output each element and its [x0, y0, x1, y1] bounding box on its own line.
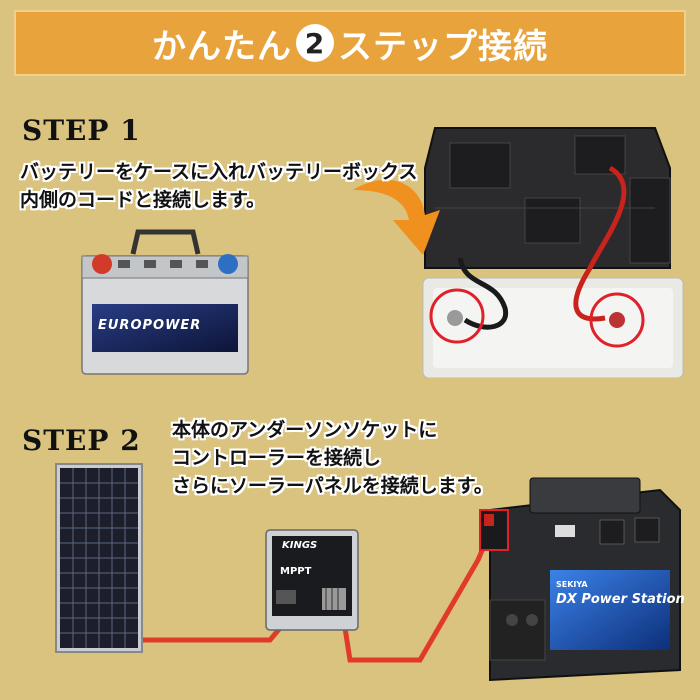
- title-banner: かんたん 2 ステップ接続: [14, 10, 686, 76]
- step1-label: STEP 1: [22, 114, 141, 147]
- curved-arrow-icon: [353, 179, 440, 255]
- step1-description: バッテリーをケースに入れバッテリーボックス 内側のコードと接続します。: [20, 158, 417, 214]
- solar-panel-image: [55, 463, 143, 653]
- step-count-badge: 2: [296, 24, 334, 62]
- car-battery-image: [81, 229, 249, 375]
- battery-brand-label: EUROPOWER: [98, 318, 202, 333]
- step1-line-2: 内側のコードと接続します。: [20, 189, 266, 211]
- mppt-controller-image: [265, 529, 359, 631]
- controller-model-label: MPPT: [280, 566, 312, 577]
- power-station-image: [479, 477, 681, 682]
- controller-brand-label: KINGS: [282, 540, 318, 551]
- battery-box-interior-image: [422, 127, 684, 378]
- step2-description: 本体のアンダーソンソケットに コントローラーを接続し さらにソーラーパネルを接続…: [172, 416, 493, 500]
- step1-line-1: バッテリーをケースに入れバッテリーボックス: [20, 161, 418, 183]
- step2-label: STEP 2: [22, 424, 141, 457]
- step2-line-1: 本体のアンダーソンソケットに: [172, 419, 438, 441]
- banner-title: かんたん 2 ステップ接続: [152, 19, 548, 68]
- station-title-label: DX Power Station: [556, 592, 685, 607]
- banner-text-after: ステップ接続: [338, 26, 548, 67]
- banner-text-before: かんたん: [152, 26, 292, 67]
- station-brand-label: SEKIYA: [556, 580, 588, 589]
- step2-line-2: コントローラーを接続し: [172, 447, 382, 469]
- step2-line-3: さらにソーラーパネルを接続します。: [172, 475, 493, 497]
